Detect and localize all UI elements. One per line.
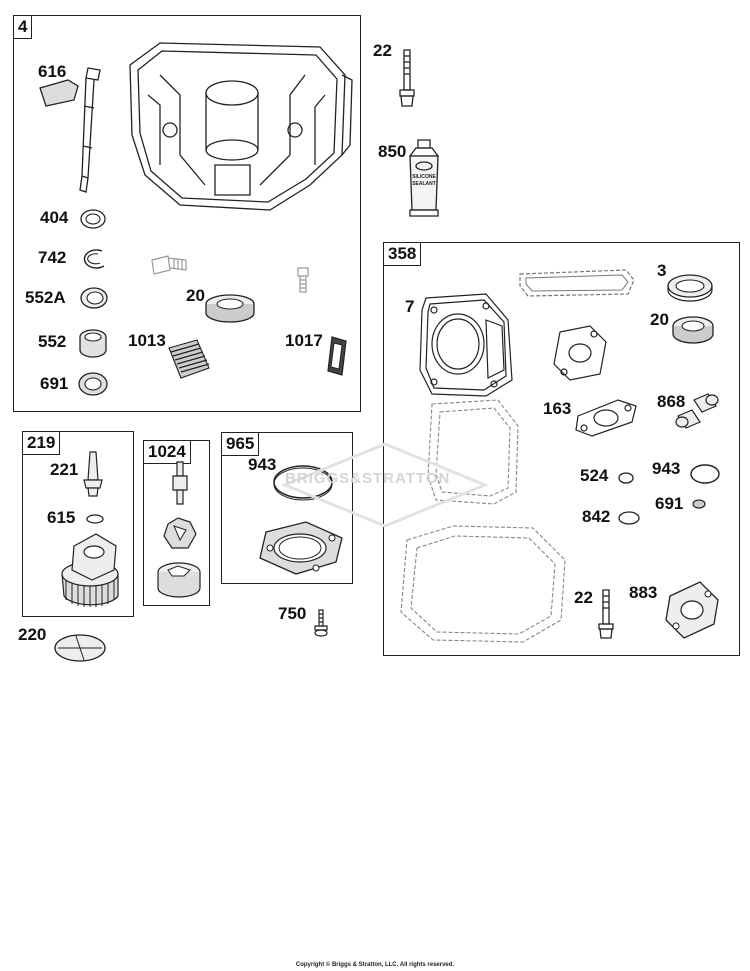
- pump-housing-icon: [157, 562, 201, 598]
- bearing-icon: [672, 316, 714, 344]
- label-943: 943: [652, 459, 681, 478]
- o-ring-icon: [273, 465, 333, 501]
- bushing-icon: [80, 287, 108, 309]
- gasket-icon: [575, 399, 637, 437]
- label-3: 3: [657, 261, 667, 280]
- pump-cover-icon: [259, 521, 343, 575]
- box-219-tag: 219: [23, 432, 61, 455]
- screw-icon: [151, 255, 187, 275]
- copyright-footer: Copyright © Briggs & Stratton, LLC. All …: [295, 962, 455, 968]
- intake-gasket-icon: [553, 325, 607, 381]
- watermark-logo-icon: [281, 442, 489, 528]
- label-691: 691: [40, 374, 69, 393]
- label-220: 220: [18, 625, 47, 644]
- pump-shaft-icon: [172, 461, 188, 505]
- label-1017: 1017: [285, 331, 323, 350]
- retaining-ring-icon: [83, 249, 105, 269]
- label-868: 868: [657, 392, 686, 411]
- label-615: 615: [47, 508, 76, 527]
- bolt-icon: [598, 589, 614, 639]
- governor-shaft-icon: [39, 67, 101, 193]
- head-gasket-icon: [419, 293, 513, 397]
- box-4: 4: [13, 15, 361, 412]
- box-965-tag: 965: [222, 433, 260, 456]
- label-524: 524: [580, 466, 609, 485]
- intake-adapter-icon: [665, 581, 719, 639]
- o-ring-icon: [86, 514, 104, 524]
- o-ring-icon: [618, 511, 640, 525]
- label-221: 221: [50, 460, 79, 479]
- seal-icon: [667, 274, 713, 302]
- rocker-gasket-icon: [519, 269, 635, 297]
- label-616: 616: [38, 62, 67, 81]
- box-4-tag: 4: [14, 16, 33, 39]
- thrust-washer-icon: [54, 634, 106, 662]
- box-1024: 1024: [143, 440, 210, 606]
- spring-icon: [168, 339, 210, 379]
- label-850: 850: [378, 142, 407, 161]
- label-7: 7: [405, 297, 415, 316]
- box-358-tag: 358: [384, 243, 422, 266]
- seal-icon: [78, 372, 108, 396]
- o-ring-icon: [690, 464, 720, 484]
- cover-gasket-icon: [427, 399, 519, 505]
- label-742: 742: [38, 248, 67, 267]
- crankcase-cover-icon: [129, 42, 353, 211]
- label-20: 20: [186, 286, 205, 305]
- label-842: 842: [582, 507, 611, 526]
- sealant-tube-icon: SILICONE SEALANT: [408, 139, 440, 217]
- label-552A: 552A: [25, 288, 66, 307]
- o-ring-icon: [618, 472, 634, 484]
- label-552: 552: [38, 332, 67, 351]
- screw-icon: [297, 267, 309, 293]
- box-219: 219: [22, 431, 134, 617]
- label-1013: 1013: [128, 331, 166, 350]
- box-1024-tag: 1024: [144, 441, 191, 464]
- sump-gasket-icon: [400, 525, 566, 643]
- screw-icon: [314, 609, 328, 637]
- label-691: 691: [655, 494, 684, 513]
- bolt-icon: [399, 49, 415, 107]
- tube-text-1: SILICONE: [412, 174, 436, 180]
- label-163: 163: [543, 399, 572, 418]
- bearing-icon: [205, 294, 255, 323]
- bushing-icon: [79, 329, 107, 358]
- governor-pin-icon: [83, 451, 103, 497]
- washer-icon: [80, 209, 106, 229]
- label-404: 404: [40, 208, 69, 227]
- label-883: 883: [629, 583, 658, 602]
- clip-icon: [327, 336, 347, 376]
- box-965: 965: [221, 432, 353, 584]
- label-22: 22: [373, 41, 392, 60]
- governor-gear-icon: [61, 533, 119, 607]
- label-20: 20: [650, 310, 669, 329]
- label-750: 750: [278, 604, 307, 623]
- pump-rotor-icon: [163, 517, 197, 549]
- label-22: 22: [574, 588, 593, 607]
- label-943: 943: [248, 455, 277, 474]
- plug-icon: [675, 393, 719, 429]
- box-358: 358: [383, 242, 740, 656]
- seal-icon: [692, 499, 706, 509]
- watermark-text: BRIGGS&STRATTON: [285, 470, 451, 487]
- tube-text-2: SEALANT: [412, 181, 436, 187]
